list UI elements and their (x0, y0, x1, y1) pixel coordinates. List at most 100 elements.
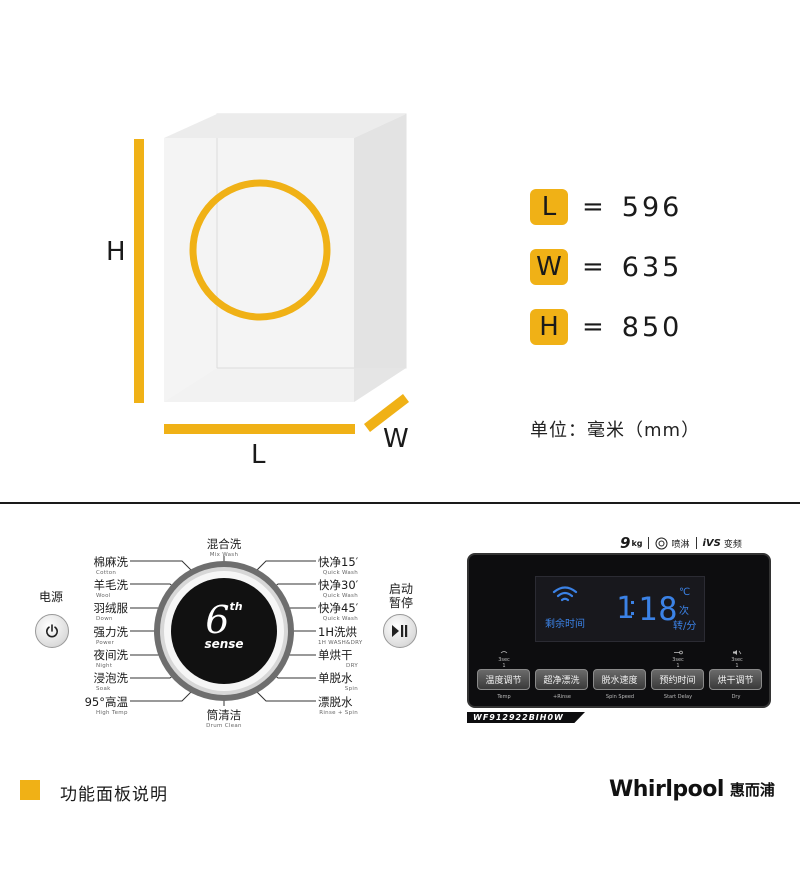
program-quick-30[interactable]: 快净30′Quick Wash (318, 577, 368, 599)
program-quick-45[interactable]: 快净45′Quick Wash (318, 600, 368, 622)
dry-adjust-button[interactable]: 烘干调节 (709, 669, 762, 690)
model-plate: WF912922BIH0W (467, 712, 585, 723)
extra-rinse-button[interactable]: 超净漂洗 (535, 669, 588, 690)
program-label: 快净15′ (318, 555, 359, 569)
height-bar (134, 139, 144, 403)
program-quick-15[interactable]: 快净15′Quick Wash (318, 554, 368, 576)
hint-count: 1 (502, 663, 506, 669)
temperature-button[interactable]: 温度调节 (477, 669, 530, 690)
dim-equals: = (582, 312, 604, 342)
unit-rpm: 转/分 (673, 621, 697, 632)
section-divider (0, 502, 800, 504)
start-delay-button[interactable]: 预约时间 (651, 669, 704, 690)
time-digit-minutes: 18 (638, 590, 679, 628)
unit-text: 单位：毫米（mm） (530, 420, 701, 441)
program-label: 快净45′ (318, 601, 359, 615)
program-sublabel: Cotton (96, 570, 117, 576)
dim-value: 635 (621, 251, 683, 283)
hint-duration: 3sec (672, 657, 684, 663)
spin-speed-button[interactable]: 脱水速度 (593, 669, 646, 690)
program-drum-clean[interactable]: 筒清洁 Drum Clean (196, 707, 252, 729)
inverter-label: 变频 (723, 539, 742, 550)
program-label: 1H洗烘 (318, 625, 357, 639)
program-label: 羊毛洗 (93, 578, 129, 592)
program-label: 漂脱水 (318, 695, 353, 709)
capacity-unit: kg (631, 538, 643, 548)
width-axis-label: W (383, 424, 409, 454)
program-sublabel: Soak (96, 686, 111, 692)
speaker-small-icon (733, 650, 742, 655)
spin-speed-sublabel: Spin Speed (605, 694, 635, 700)
height-axis-label: H (106, 237, 126, 267)
play-pause-icon (392, 625, 408, 637)
dim-row-width: W = 635 (530, 249, 682, 285)
dimension-diagram: H L W L = 596 W = 635 H = 850 单位：毫米（mm） (106, 113, 701, 470)
brand-name-en: Whirlpool (609, 776, 724, 802)
length-axis-label: L (251, 440, 266, 470)
legend-text: 功能面板说明 (60, 785, 168, 805)
wifi-hold-hint: 3sec 1 (492, 650, 516, 669)
legend-swatch (20, 780, 40, 800)
wifi-small-icon (500, 651, 508, 654)
start-label: 启动 (388, 582, 413, 596)
power-button[interactable] (35, 614, 69, 648)
time-digit-hours: 1 (616, 591, 635, 626)
program-sublabel: Drum Clean (206, 723, 242, 729)
program-sublabel: Power (96, 640, 115, 646)
program-label: 快净30′ (318, 578, 359, 592)
width-bar (364, 394, 409, 432)
power-label: 电源 (38, 590, 63, 604)
dim-value: 850 (621, 311, 683, 343)
program-label: 混合洗 (206, 537, 242, 551)
hint-count: 1 (676, 663, 680, 669)
length-bar (164, 424, 355, 434)
dim-equals: = (582, 252, 604, 282)
program-sublabel: Quick Wash (322, 570, 358, 576)
sixth-sense-sup: th (229, 600, 243, 613)
hint-duration: 3sec (731, 657, 743, 663)
program-label: 单烘干 (318, 648, 353, 662)
temperature-sublabel: Temp (497, 694, 511, 700)
dim-equals: = (582, 192, 604, 222)
program-sublabel: Quick Wash (322, 593, 358, 599)
time-colon (631, 601, 634, 615)
lcd-display: 剩余时间 1 18 ℃ 次 转/分 (535, 576, 705, 642)
dry-adjust-sublabel: Dry (731, 694, 741, 700)
pause-label: 暂停 (388, 596, 413, 610)
key-small-icon (674, 650, 683, 655)
program-label: 筒清洁 (206, 708, 242, 722)
program-mix-wash[interactable]: 混合洗 Mix Wash (196, 536, 252, 558)
extra-rinse-sublabel: +Rinse (553, 694, 571, 700)
program-label: 夜间洗 (93, 648, 129, 662)
hint-count: 1 (735, 663, 739, 669)
program-label: 单脱水 (318, 671, 353, 685)
dim-key-badge: W (530, 249, 568, 285)
start-pause-button[interactable] (383, 614, 417, 648)
hint-duration: 3sec (498, 657, 510, 663)
program-label: 浸泡洗 (93, 671, 129, 685)
sixth-sense-number: 6 (205, 598, 230, 642)
spray-label: 喷淋 (671, 539, 690, 550)
unit-celsius: ℃ (679, 587, 691, 598)
spec-separator (695, 537, 697, 549)
sixth-sense-word: sense (204, 637, 244, 651)
dim-value: 596 (621, 191, 683, 223)
washer-cube-drawing (134, 113, 409, 434)
program-label: 羽绒服 (93, 601, 129, 615)
program-label: 95°高温 (84, 695, 128, 709)
ivs-logo: iVS (702, 537, 721, 549)
program-sublabel: Mix Wash (209, 552, 239, 558)
program-sublabel: Rinse + Spin (319, 710, 358, 716)
program-sublabel: Spin (344, 686, 358, 692)
